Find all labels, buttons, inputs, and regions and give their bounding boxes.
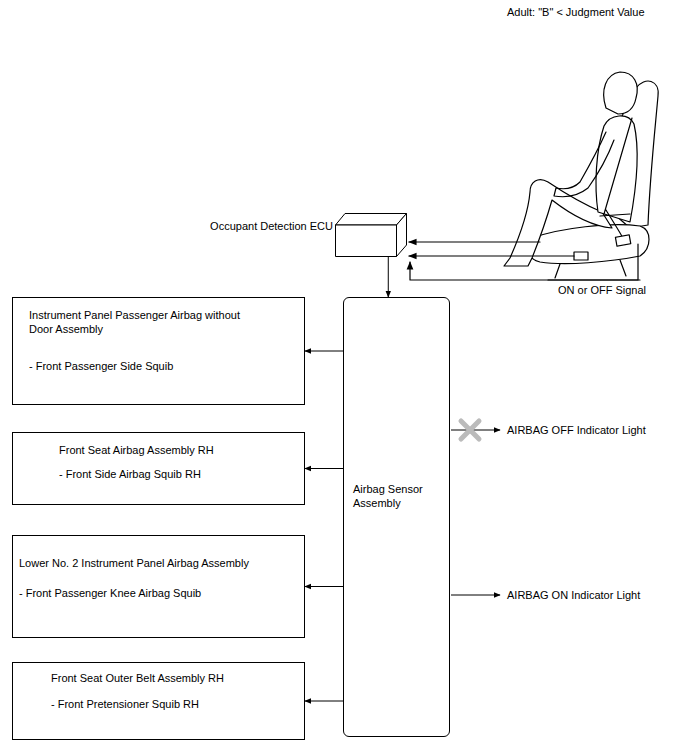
ecu-box: Occupant Detection ECU [335, 213, 407, 257]
pretensioner-box: Front Seat Outer Belt Assembly RH - Front… [12, 662, 305, 740]
signal-name: ON or OFF Signal [557, 283, 647, 297]
indicator-arrows [451, 430, 500, 595]
text-wrap: Lower No. 2 Instrument Panel Airbag Asse… [19, 556, 299, 601]
sensor-assembly: Airbag Sensor Assembly [343, 297, 450, 737]
squib-name: - Front Side Airbag Squib RH [59, 467, 294, 481]
text-wrap: Front Seat Airbag Assembly RH - Front Sid… [59, 443, 294, 482]
airbag-box: Front Seat Airbag Assembly RH - Front Sid… [12, 432, 305, 505]
text-wrap: Airbag Sensor Assembly [353, 482, 443, 511]
squib-name: - Front Passenger Side Squib [29, 359, 264, 373]
airbag-box: Lower No. 2 Instrument Panel Airbag Asse… [12, 535, 305, 638]
ecu-shape [335, 213, 407, 257]
squib-name: - Front Pretensioner Squib RH [51, 697, 301, 711]
squib-name: - Front Passenger Knee Airbag Squib [19, 586, 299, 600]
signal-arrow [305, 586, 343, 587]
indicator-name: AIRBAG OFF Indicator Light [506, 423, 647, 437]
airbag-box: Instrument Panel Passenger Airbag withou… [12, 297, 305, 405]
part-name: Front Seat Outer Belt Assembly RH [51, 671, 301, 685]
signal-arrow [305, 468, 343, 469]
condition-note: Adult: "B" < Judgment Value [506, 5, 646, 19]
disabled-cross [461, 421, 479, 439]
text-wrap: Instrument Panel Passenger Airbag withou… [29, 308, 264, 373]
part-name: Instrument Panel Passenger Airbag withou… [29, 308, 264, 337]
part-name: Lower No. 2 Instrument Panel Airbag Asse… [19, 556, 299, 570]
signal-arrow [388, 257, 389, 297]
text-wrap: Front Seat Outer Belt Assembly RH - Front… [51, 671, 301, 712]
part-name: Front Seat Airbag Assembly RH [59, 443, 294, 457]
indicator-name: AIRBAG ON Indicator Light [506, 588, 641, 602]
signal-arrow [305, 701, 343, 702]
part-name: Airbag Sensor Assembly [353, 482, 443, 511]
seat-illustration [409, 72, 658, 280]
signal-arrow [305, 351, 343, 352]
ecu-label: Occupant Detection ECU [210, 219, 335, 233]
